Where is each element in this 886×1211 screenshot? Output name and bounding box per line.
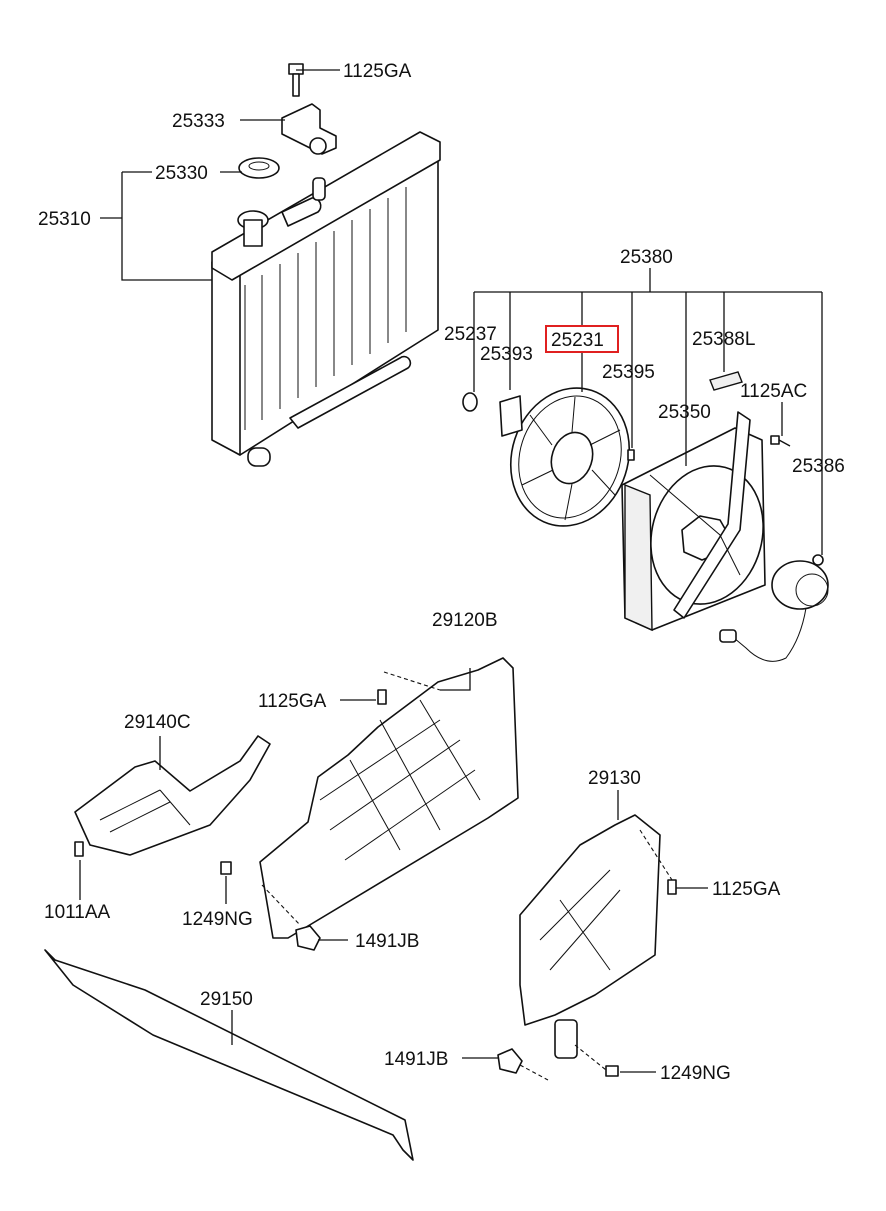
bolt-icon — [770, 435, 791, 447]
label-29120B: 29120B — [432, 610, 498, 631]
lower-stay-strip — [44, 949, 414, 1161]
clip-icon — [295, 925, 321, 951]
label-1491JB-right: 1491JB — [384, 1049, 448, 1070]
label-29140C: 29140C — [124, 712, 191, 733]
bolt-icon — [288, 63, 304, 97]
label-1491JB-left: 1491JB — [355, 931, 419, 952]
label-1125AC: 1125AC — [740, 381, 807, 402]
grommet — [462, 392, 478, 412]
bolt-icon — [377, 689, 387, 705]
label-1249NG-left: 1249NG — [182, 909, 253, 930]
label-25380: 25380 — [620, 247, 673, 268]
label-1125GA-top: 1125GA — [343, 61, 412, 82]
label-25395: 25395 — [602, 362, 655, 383]
radiator-cap — [238, 157, 280, 179]
cooling-fan-blade — [509, 387, 631, 527]
fan-motor — [719, 554, 829, 662]
label-25350: 25350 — [658, 402, 711, 423]
label-1249NG-right: 1249NG — [660, 1063, 731, 1084]
label-29150: 29150 — [200, 989, 253, 1010]
label-25333: 25333 — [172, 111, 225, 132]
radiator-assembly — [211, 131, 441, 467]
label-1011AA: 1011AA — [44, 902, 111, 923]
bolt-icon — [605, 1065, 619, 1077]
under-cover-center — [259, 657, 519, 939]
label-25388L: 25388L — [692, 329, 755, 350]
part-labels: 1125GA 25333 25330 25310 25380 25237 252… — [38, 61, 845, 1084]
label-1125GA-mid: 1125GA — [258, 691, 327, 712]
label-25310: 25310 — [38, 209, 91, 230]
label-29130: 29130 — [588, 768, 641, 789]
decal — [709, 371, 743, 391]
label-1125GA-right: 1125GA — [712, 879, 781, 900]
fan-shroud — [621, 411, 766, 632]
label-25393: 25393 — [480, 344, 533, 365]
clip-icon — [497, 1048, 523, 1074]
under-cover-left — [74, 735, 271, 856]
fan-label-plate — [499, 395, 523, 437]
bolt-icon — [74, 841, 84, 857]
leader-lines — [79, 69, 823, 1081]
mounting-bracket — [281, 103, 337, 155]
highlight-box-25231 — [545, 325, 619, 353]
label-25330: 25330 — [155, 163, 208, 184]
screw-icon — [627, 449, 635, 461]
bolt-icon — [667, 879, 677, 895]
bolt-icon — [220, 861, 232, 875]
label-25231: 25231 — [551, 330, 604, 351]
label-25386: 25386 — [792, 456, 845, 477]
under-cover-right — [519, 814, 661, 1059]
label-25237: 25237 — [444, 324, 497, 345]
